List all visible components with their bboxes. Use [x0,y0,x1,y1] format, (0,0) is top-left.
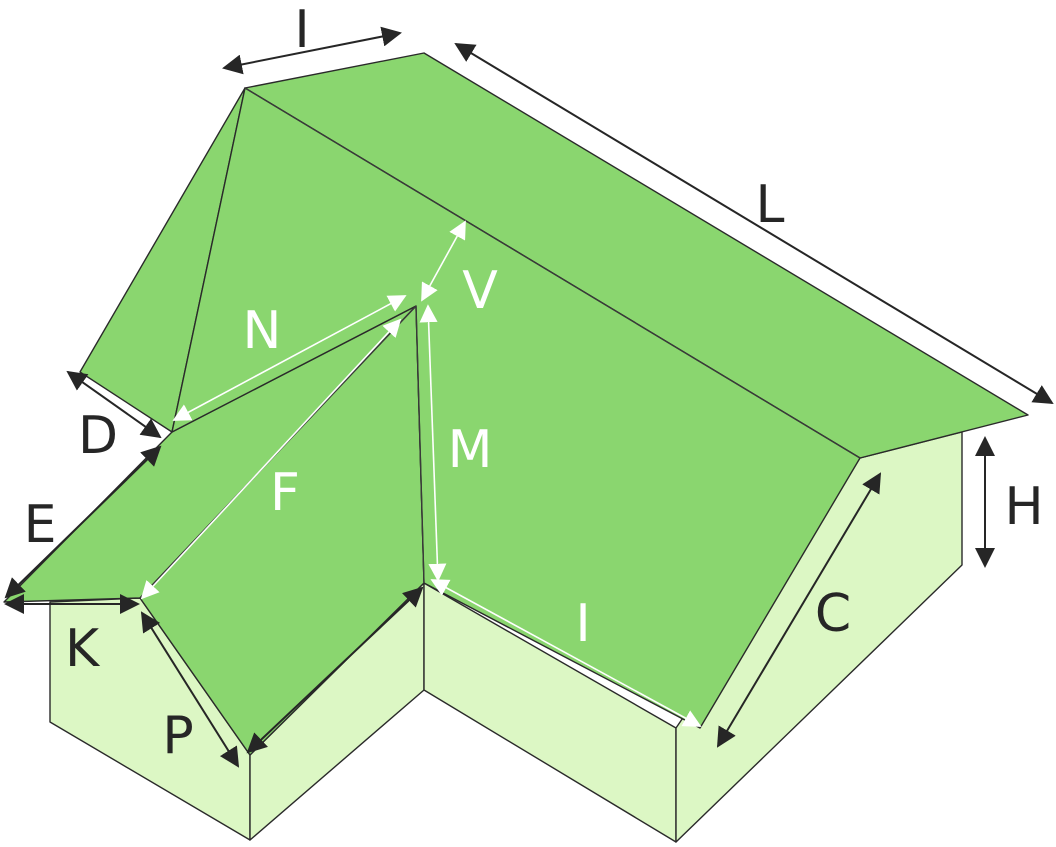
label-F: F [270,463,300,523]
arrow-I-top [222,26,402,75]
arrow-E [4,445,162,599]
outer-dimensions [4,26,1054,768]
arrow-I-valley [430,579,702,727]
label-I-valley: I [575,594,590,654]
arrow-P [140,611,240,768]
label-C: C [815,584,851,644]
label-M: M [448,420,493,480]
arrow-valley-bottom [246,586,424,754]
label-V: V [462,261,498,321]
arrow-M [419,304,447,582]
inner-dimensions [140,220,702,727]
label-I-top: I [294,0,309,60]
arrow-C [716,472,882,748]
label-E: E [24,495,57,555]
label-N: N [243,301,282,361]
label-L: L [756,175,785,235]
arrow-L [454,42,1054,405]
label-K: K [65,619,101,679]
label-D: D [78,406,118,466]
labels: I L D E K P C H V N M F I [24,0,1044,766]
label-P: P [162,706,193,766]
arrow-F [140,318,402,600]
arrow-V [421,220,466,302]
label-H: H [1004,477,1043,537]
